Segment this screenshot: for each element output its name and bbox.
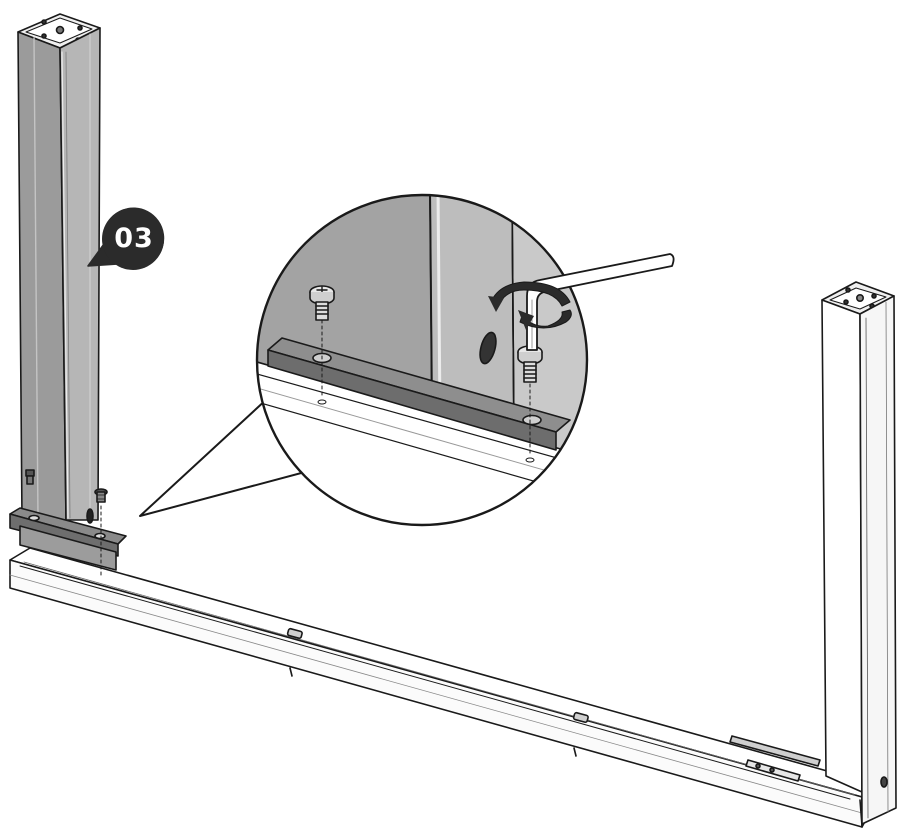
right-leg-column-icon <box>821 281 897 825</box>
step-number: 03 <box>114 223 154 254</box>
detail-zoom-callout <box>255 193 589 527</box>
step-badge <box>87 207 165 270</box>
mounting-bracket-icon <box>9 507 127 571</box>
screw-icon <box>94 488 108 579</box>
left-leg-column-icon <box>17 13 101 524</box>
screw-icon <box>309 285 335 321</box>
foot-beam-icon <box>9 547 871 828</box>
rotation-arrow-icon <box>488 281 572 330</box>
